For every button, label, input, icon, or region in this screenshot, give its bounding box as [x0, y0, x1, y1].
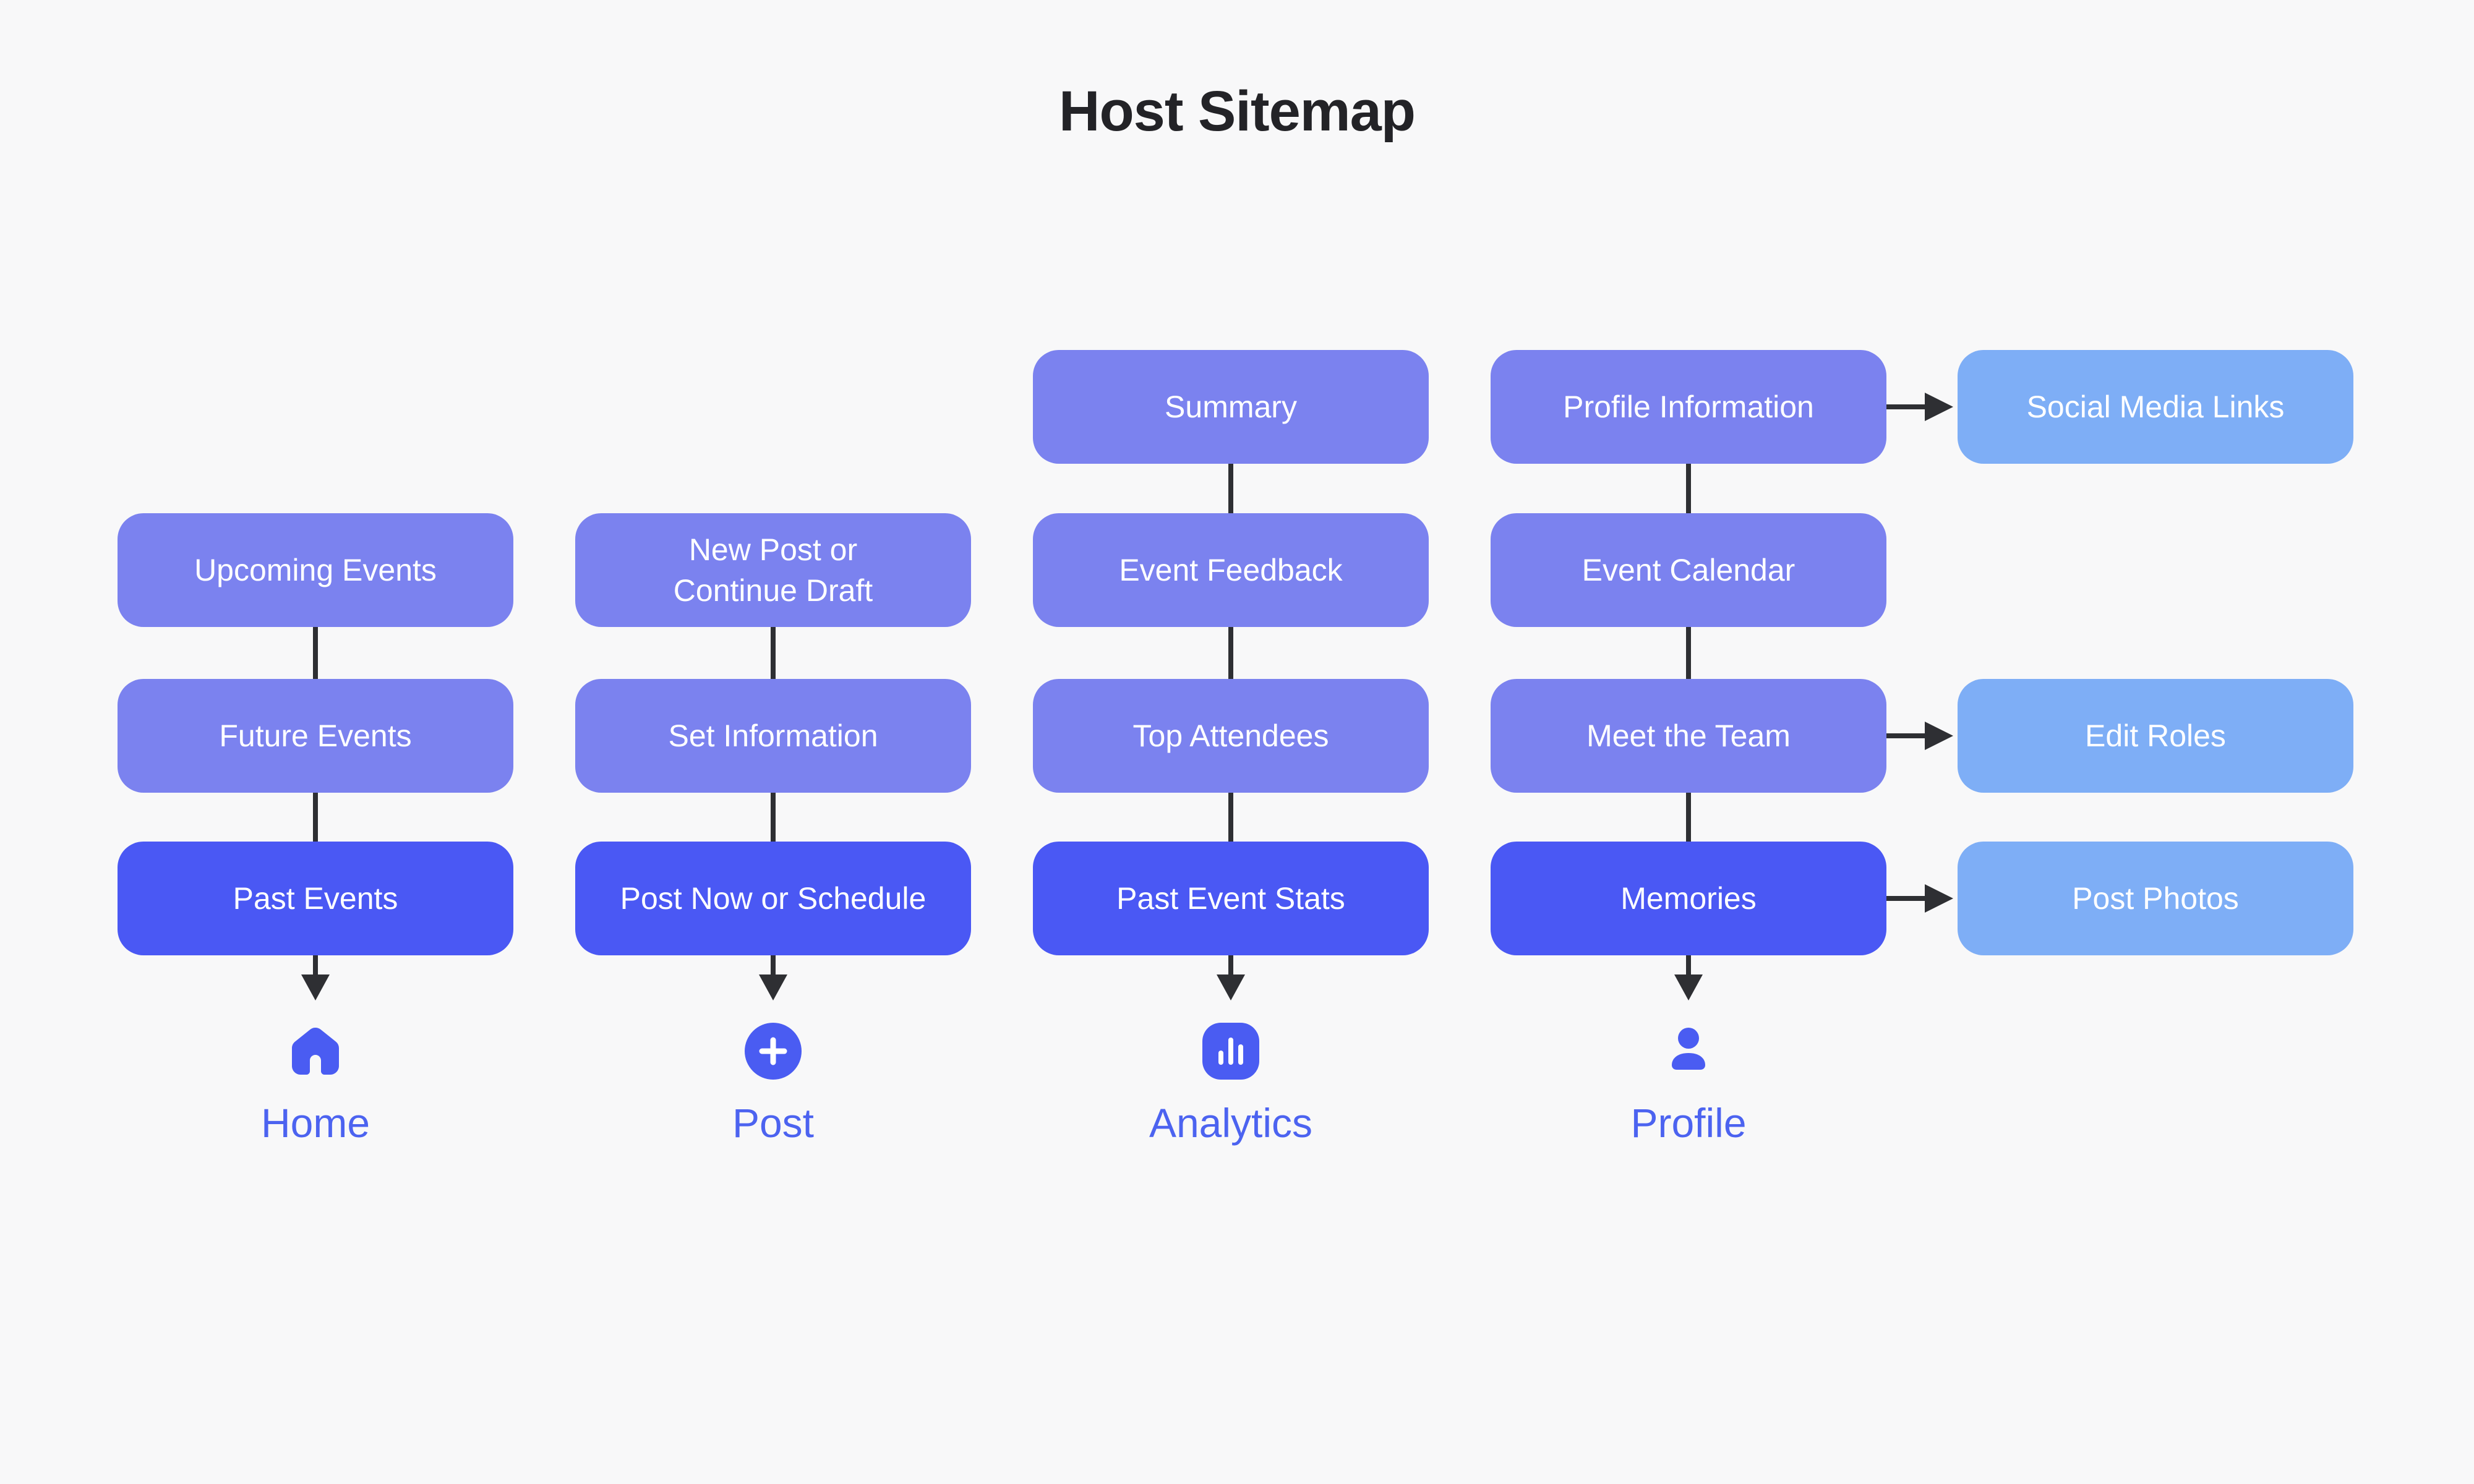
node-past-events: Past Events: [118, 842, 513, 955]
down-arrowhead: [759, 974, 787, 1000]
bar-chart-icon: [1202, 1023, 1259, 1080]
person-icon: [1672, 1028, 1705, 1070]
down-arrowhead: [1217, 974, 1245, 1000]
node-event-feedback: Event Feedback: [1033, 513, 1429, 627]
tab-analytics-label: Analytics: [1149, 1100, 1313, 1146]
node-profile-information: Profile Information: [1491, 350, 1886, 464]
home-column-connectors: [301, 627, 330, 1000]
profile-column-connectors: [1674, 464, 1703, 1000]
down-arrowhead: [1674, 974, 1703, 1000]
node-new-post-or-continue-draft: New Post or Continue Draft: [575, 513, 971, 627]
node-future-events: Future Events: [118, 679, 513, 793]
node-meet-the-team: Meet the Team: [1491, 679, 1886, 793]
tab-home: Home: [118, 1021, 513, 1146]
tab-analytics: Analytics: [1033, 1021, 1429, 1146]
tab-profile-label: Profile: [1630, 1100, 1747, 1146]
plus-circle-icon: [745, 1023, 802, 1080]
home-icon: [292, 1027, 339, 1075]
down-arrowhead: [301, 974, 330, 1000]
node-post-photos: Post Photos: [1958, 842, 2353, 955]
right-arrowhead: [1925, 722, 1953, 750]
node-post-now-or-schedule: Post Now or Schedule: [575, 842, 971, 955]
node-edit-roles: Edit Roles: [1958, 679, 2353, 793]
node-past-event-stats: Past Event Stats: [1033, 842, 1429, 955]
tab-post-label: Post: [732, 1100, 815, 1146]
right-arrowhead: [1925, 393, 1953, 421]
tab-home-label: Home: [260, 1100, 370, 1146]
node-event-calendar: Event Calendar: [1491, 513, 1886, 627]
page-title: Host Sitemap: [1059, 80, 1416, 143]
analytics-column-connectors: [1217, 464, 1245, 1000]
tab-post: Post: [575, 1021, 971, 1146]
node-memories: Memories: [1491, 842, 1886, 955]
node-social-media-links: Social Media Links: [1958, 350, 2353, 464]
tab-profile: Profile: [1491, 1021, 1886, 1146]
node-summary: Summary: [1033, 350, 1429, 464]
right-arrowhead: [1925, 884, 1953, 913]
node-top-attendees: Top Attendees: [1033, 679, 1429, 793]
post-column-connectors: [759, 627, 787, 1000]
node-set-information: Set Information: [575, 679, 971, 793]
node-upcoming-events: Upcoming Events: [118, 513, 513, 627]
branch-arrows: [1886, 393, 1953, 913]
